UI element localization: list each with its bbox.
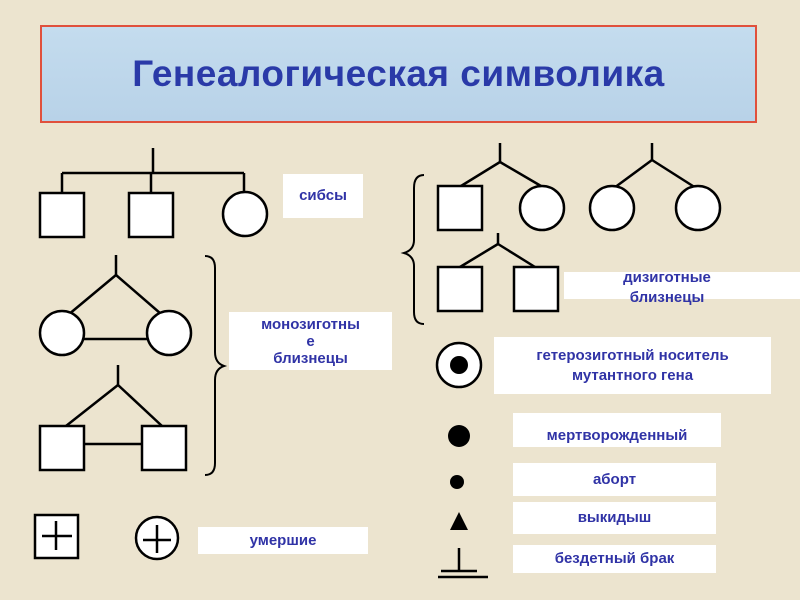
stillborn-label: мертворожденный bbox=[513, 413, 721, 447]
stillborn-label-text: мертворожденный bbox=[546, 427, 688, 444]
siblings-label-text: сибсы bbox=[299, 187, 347, 204]
male-square-icon bbox=[127, 191, 175, 239]
childless-label-text: бездетный брак bbox=[554, 550, 675, 567]
male-square-icon bbox=[436, 265, 484, 313]
deceased-label: умершие bbox=[198, 527, 368, 554]
male-square-icon bbox=[512, 265, 560, 313]
carrier-label: гетерозиготный носитель мутантного гена bbox=[494, 337, 771, 394]
abortion-dot-icon bbox=[450, 475, 464, 489]
female-circle-icon bbox=[145, 309, 193, 357]
stillborn-dot-icon bbox=[448, 425, 470, 447]
page-title: Генеалогическая символика bbox=[132, 53, 665, 94]
monozygotic-label: монозиготны е близнецы bbox=[229, 312, 392, 370]
female-circle-icon bbox=[518, 184, 566, 232]
monozygotic-male-twins-symbol bbox=[38, 365, 188, 472]
male-square-icon bbox=[38, 191, 86, 239]
miscarriage-label-text: выкидыш bbox=[577, 509, 652, 526]
abortion-label: аборт bbox=[513, 463, 716, 496]
miscarriage-label: выкидыш bbox=[513, 502, 716, 534]
monozygotic-label-line3: близнецы bbox=[273, 349, 348, 367]
female-circle-icon bbox=[221, 190, 269, 238]
male-square-icon bbox=[38, 424, 86, 472]
dizygotic-mixed-twins-symbol bbox=[436, 143, 566, 232]
dizygotic-label: дизиготные близнецы bbox=[564, 269, 800, 306]
carrier-label-line2: мутантного гена bbox=[571, 366, 694, 384]
monozygotic-female-twins-symbol bbox=[38, 255, 193, 357]
monozygotic-label-line1: монозиготны bbox=[261, 315, 360, 333]
carrier-symbol bbox=[435, 341, 483, 389]
male-square-icon bbox=[140, 424, 188, 472]
childless-label: бездетный брак bbox=[513, 545, 716, 573]
dizygotic-female-twins-symbol bbox=[588, 143, 722, 232]
dizygotic-brace bbox=[400, 174, 425, 325]
deceased-female-symbol bbox=[134, 515, 180, 561]
abortion-label-text: аборт bbox=[592, 470, 637, 488]
dizygotic-label-line2: близнецы bbox=[629, 289, 705, 306]
male-square-icon bbox=[436, 184, 484, 232]
siblings-label: сибсы bbox=[283, 174, 363, 218]
miscarriage-triangle-icon bbox=[450, 512, 468, 530]
dizygotic-male-twins-symbol bbox=[436, 233, 560, 313]
deceased-label-text: умершие bbox=[249, 531, 317, 549]
female-circle-icon bbox=[588, 184, 636, 232]
deceased-male-symbol bbox=[33, 513, 80, 560]
female-circle-icon bbox=[674, 184, 722, 232]
female-circle-icon bbox=[38, 309, 86, 357]
title-banner: Генеалогическая символика bbox=[40, 25, 757, 123]
dizygotic-label-line1: дизиготные bbox=[623, 269, 711, 286]
monozygotic-brace bbox=[204, 255, 228, 476]
siblings-symbol bbox=[38, 148, 269, 239]
carrier-label-line1: гетерозиготный носитель bbox=[536, 346, 729, 364]
childless-marriage-symbol bbox=[438, 548, 488, 579]
carrier-dot-icon bbox=[450, 356, 468, 374]
monozygotic-label-line2: е bbox=[306, 332, 315, 350]
